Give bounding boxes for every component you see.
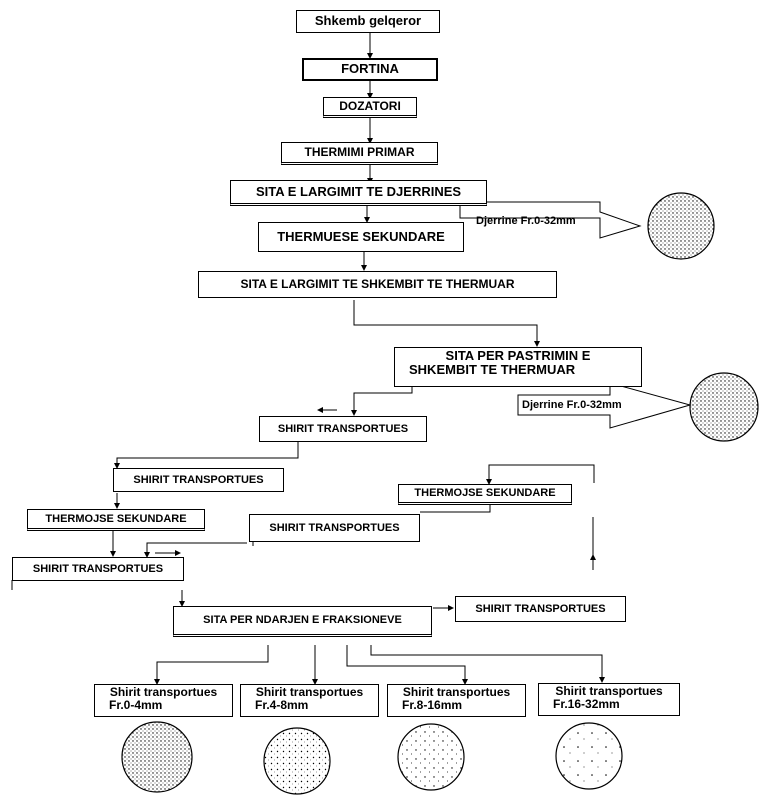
product-box-2: Shirit transportues Fr.4-8mm xyxy=(240,684,379,717)
node-dozatori: DOZATORI xyxy=(323,97,417,118)
node-shirit-transportues-4: SHIRIT TRANSPORTUES xyxy=(12,557,184,581)
waste-label-2: Djerrine Fr.0-32mm xyxy=(522,399,622,411)
node-shkemb-gelqeror: Shkemb gelqeror xyxy=(296,10,440,33)
product-box-3: Shirit transportues Fr.8-16mm xyxy=(387,684,526,717)
node-sita-pastrimin-line2: SHKEMBIT TE THERMUAR xyxy=(409,362,576,378)
product-pile-3 xyxy=(397,723,465,791)
node-sita-pastrimin-line1: SITA PER PASTRIMIN E xyxy=(445,348,591,363)
product-pile-2 xyxy=(263,727,331,795)
waste-label-1: Djerrine Fr.0-32mm xyxy=(476,215,576,227)
node-sita-ndarjen: SITA PER NDARJEN E FRAKSIONEVE xyxy=(173,606,432,637)
node-shirit-transportues-1: SHIRIT TRANSPORTUES xyxy=(259,416,427,442)
connector-shirit1-to-shirit2 xyxy=(114,442,299,469)
product-box-1: Shirit transportues Fr.0-4mm xyxy=(94,684,233,717)
product-box-4: Shirit transportues Fr.16-32mm xyxy=(538,683,680,716)
product-2-fraction: Fr.4-8mm xyxy=(255,698,309,713)
node-thermuese-sekundare: THERMUESE SEKUNDARE xyxy=(258,222,464,252)
node-thermojse-right: THERMOJSE SEKUNDARE xyxy=(398,484,572,505)
node-sita-djerrines: SITA E LARGIMIT TE DJERRINES xyxy=(230,180,487,206)
node-fortina: FORTINA xyxy=(302,58,438,81)
product-pile-1 xyxy=(121,721,193,793)
connector-shirit4-to-shirit3 xyxy=(144,542,247,558)
node-sita-pastrimin: SITA PER PASTRIMIN E SHKEMBIT TE THERMUA… xyxy=(394,347,642,387)
node-thermimi-primar: THERMIMI PRIMAR xyxy=(281,142,438,165)
waste-arrow-1 xyxy=(459,201,642,239)
product-3-name: Shirit transportues xyxy=(402,685,511,699)
node-shirit-transportues-2: SHIRIT TRANSPORTUES xyxy=(113,468,284,492)
connector-thermojse-to-shirit4 xyxy=(420,503,491,513)
product-2-name: Shirit transportues xyxy=(255,685,364,699)
node-shirit-transportues-3: SHIRIT TRANSPORTUES xyxy=(249,514,420,542)
connector-top-loop xyxy=(486,464,595,485)
waste-arrow-2 xyxy=(517,382,692,429)
product-1-fraction: Fr.0-4mm xyxy=(109,698,163,713)
waste-pile-1 xyxy=(647,192,715,260)
connector-pastrim-to-shirit1 xyxy=(351,386,413,416)
waste-pile-2 xyxy=(689,372,759,442)
connector-to-sita-pastrim xyxy=(353,300,540,347)
node-sita-shkembit: SITA E LARGIMIT TE SHKEMBIT TE THERMUAR xyxy=(198,271,557,298)
product-3-fraction: Fr.8-16mm xyxy=(402,698,463,713)
connector-to-product-4 xyxy=(370,645,605,683)
connector-to-product-1 xyxy=(154,645,269,685)
connector-to-product-3 xyxy=(346,645,468,685)
product-1-name: Shirit transportues xyxy=(109,685,218,699)
product-4-fraction: Fr.16-32mm xyxy=(553,697,620,712)
product-pile-4 xyxy=(555,722,623,790)
node-shirit-transportues-5: SHIRIT TRANSPORTUES xyxy=(455,596,626,622)
node-thermojse-left: THERMOJSE SEKUNDARE xyxy=(27,509,205,531)
product-4-name: Shirit transportues xyxy=(555,684,663,698)
